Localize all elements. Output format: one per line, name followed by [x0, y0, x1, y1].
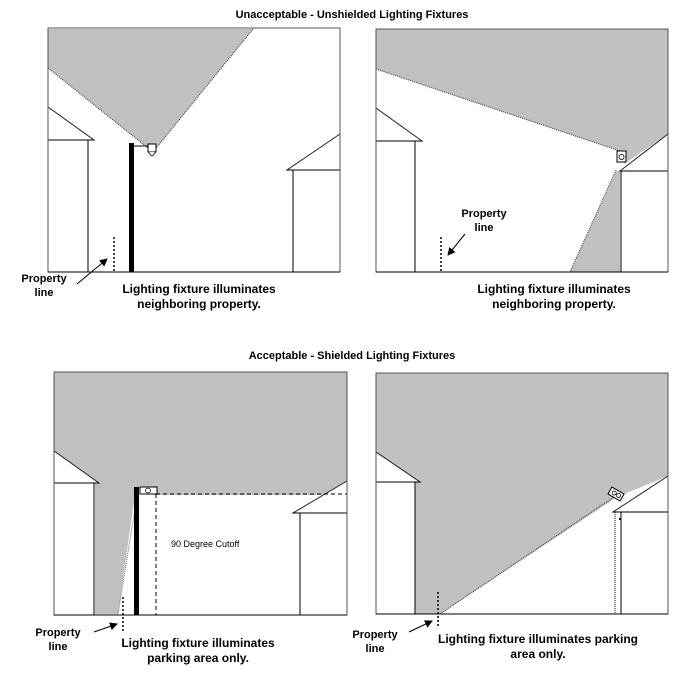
house-right — [611, 475, 669, 614]
property-line-label-2: line — [35, 287, 54, 299]
light-spill-area-upper — [376, 29, 668, 164]
panel-caption-2: neighboring property. — [137, 297, 261, 311]
panel-caption: Lighting fixture illuminates — [477, 282, 631, 296]
property-line-arrow — [447, 233, 466, 256]
property-line-label: Property — [352, 629, 398, 641]
section-title-unacceptable: Unacceptable - Unshielded Lighting Fixtu… — [236, 9, 469, 21]
dark-sky-area — [376, 373, 668, 614]
panel-caption: Lighting fixture illuminates parking — [438, 632, 638, 646]
property-line-arrow — [76, 258, 108, 285]
panel-caption: Lighting fixture illuminates — [122, 282, 276, 296]
house-left — [53, 450, 101, 615]
house-right — [285, 133, 341, 272]
cutoff-label: 90 Degree Cutoff — [171, 539, 240, 549]
panel-shielded-wall — [375, 372, 669, 628]
panel-caption-2: area only. — [510, 647, 565, 661]
panel-caption-2: parking area only. — [147, 651, 249, 665]
property-line-label-2: line — [366, 643, 385, 655]
property-line-label: Property — [461, 208, 507, 220]
shielded-wall-fixture-icon — [607, 486, 625, 502]
property-line-arrow — [93, 622, 118, 633]
light-pole — [129, 143, 134, 272]
property-line-label-2: line — [49, 641, 68, 653]
panel-unshielded-pole — [47, 27, 341, 273]
panel-caption-2: neighboring property. — [492, 297, 616, 311]
light-spill-area-lower — [570, 171, 620, 272]
unshielded-fixture-icon — [147, 143, 157, 153]
property-line-arrow — [408, 620, 433, 633]
panel-caption: Lighting fixture illuminates — [121, 636, 275, 650]
dark-sky-area — [54, 372, 347, 614]
panel-unshielded-wall — [375, 28, 669, 273]
panel-shielded-pole: 90 Degree Cutoff — [53, 371, 348, 633]
light-cutoff-edge — [439, 496, 615, 615]
section-title-acceptable: Acceptable - Shielded Lighting Fixtures — [249, 350, 456, 362]
property-line-label: Property — [21, 273, 67, 285]
light-pole — [134, 487, 139, 615]
light-spill-area — [48, 29, 253, 152]
property-line-label-2: line — [475, 222, 494, 234]
property-line-label: Property — [35, 627, 81, 639]
